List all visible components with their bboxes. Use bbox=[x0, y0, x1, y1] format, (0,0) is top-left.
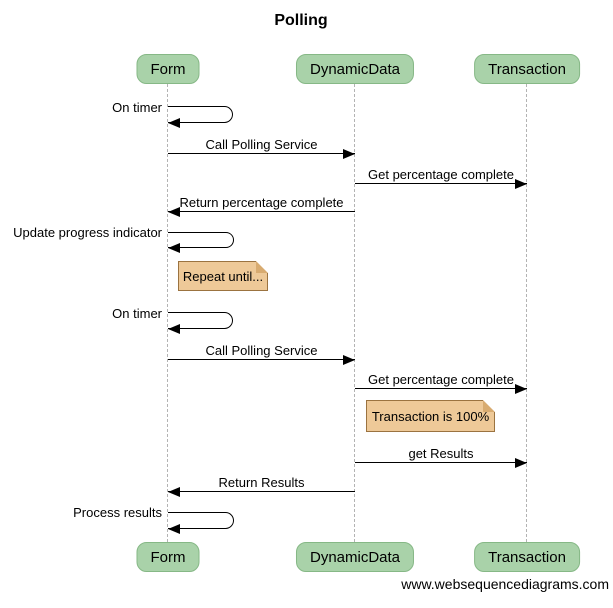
lifeline-transaction bbox=[526, 84, 527, 542]
actor-transaction-top: Transaction bbox=[474, 54, 580, 84]
arrowhead-left-icon bbox=[168, 324, 180, 334]
diagram-title: Polling bbox=[274, 12, 328, 29]
arrowhead-left-icon bbox=[168, 207, 180, 217]
message-label: get Results bbox=[408, 446, 474, 461]
message-line bbox=[168, 153, 355, 154]
arrowhead-left-icon bbox=[168, 243, 180, 253]
note-text: Transaction is 100% bbox=[371, 408, 490, 424]
message-label: Return Results bbox=[218, 475, 305, 490]
watermark-link[interactable]: www.websequencediagrams.com bbox=[401, 576, 609, 592]
message-label: Call Polling Service bbox=[205, 343, 318, 358]
lifeline-form bbox=[167, 84, 168, 542]
actor-dynamicdata-bottom: DynamicData bbox=[295, 542, 415, 572]
message-label: Get percentage complete bbox=[368, 372, 514, 387]
message-line bbox=[168, 359, 355, 360]
actor-form-top: Form bbox=[136, 54, 200, 84]
lifeline-dynamicdata bbox=[354, 84, 355, 542]
actor-transaction-bottom: Transaction bbox=[474, 542, 580, 572]
message-line bbox=[355, 183, 527, 184]
self-message-loop bbox=[168, 312, 233, 329]
note: Transaction is 100% bbox=[366, 400, 495, 432]
self-message-label: Update progress indicator bbox=[13, 225, 162, 240]
note-text: Repeat until... bbox=[182, 268, 264, 284]
self-message-loop bbox=[168, 232, 234, 248]
self-message-label: On timer bbox=[112, 100, 162, 115]
arrowhead-right-icon bbox=[343, 355, 355, 365]
message-line bbox=[168, 211, 355, 212]
message-label: Call Polling Service bbox=[205, 137, 318, 152]
note-fold-icon bbox=[483, 400, 495, 412]
message-label: Return percentage complete bbox=[179, 195, 344, 210]
message-line bbox=[355, 388, 527, 389]
arrowhead-right-icon bbox=[515, 179, 527, 189]
message-label: Get percentage complete bbox=[368, 167, 514, 182]
arrowhead-right-icon bbox=[515, 458, 527, 468]
note: Repeat until... bbox=[178, 261, 268, 291]
message-line bbox=[168, 491, 355, 492]
arrowhead-left-icon bbox=[168, 524, 180, 534]
self-message-label: Process results bbox=[73, 505, 162, 520]
arrowhead-right-icon bbox=[343, 149, 355, 159]
self-message-label: On timer bbox=[112, 306, 162, 321]
actor-form-bottom: Form bbox=[136, 542, 200, 572]
arrowhead-left-icon bbox=[168, 487, 180, 497]
self-message-loop bbox=[168, 106, 233, 123]
actor-dynamicdata-top: DynamicData bbox=[295, 54, 415, 84]
self-message-loop bbox=[168, 512, 234, 529]
arrowhead-left-icon bbox=[168, 118, 180, 128]
arrowhead-right-icon bbox=[515, 384, 527, 394]
note-fold-icon bbox=[256, 261, 268, 273]
message-line bbox=[355, 462, 527, 463]
